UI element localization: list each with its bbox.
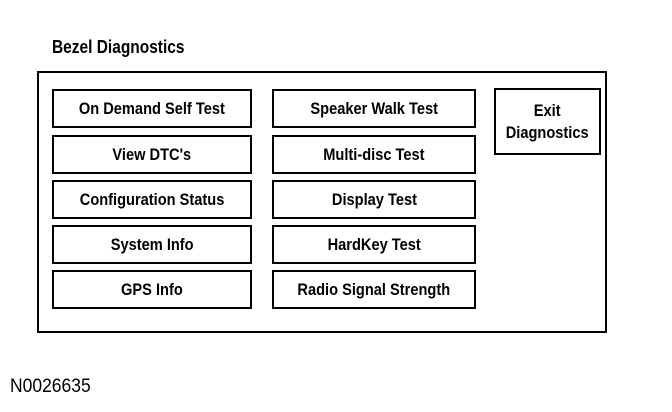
exit-diagnostics-button[interactable]: Exit Diagnostics bbox=[494, 88, 601, 155]
radio-signal-strength-button[interactable]: Radio Signal Strength bbox=[272, 270, 476, 309]
page-title: Bezel Diagnostics bbox=[52, 37, 185, 57]
gps-info-label: GPS Info bbox=[121, 279, 183, 299]
speaker-walk-test-label: Speaker Walk Test bbox=[310, 98, 438, 118]
figure-code: N0026635 bbox=[10, 376, 91, 397]
view-dtcs-label: View DTC's bbox=[112, 144, 192, 164]
view-dtcs-button[interactable]: View DTC's bbox=[52, 135, 252, 174]
system-info-label: System Info bbox=[110, 234, 194, 254]
radio-signal-strength-label: Radio Signal Strength bbox=[297, 279, 451, 299]
display-test-label: Display Test bbox=[331, 189, 417, 209]
display-test-button[interactable]: Display Test bbox=[272, 180, 476, 219]
hardkey-test-button[interactable]: HardKey Test bbox=[272, 225, 476, 264]
configuration-status-button[interactable]: Configuration Status bbox=[52, 180, 252, 219]
gps-info-button[interactable]: GPS Info bbox=[52, 270, 252, 309]
on-demand-self-test-button[interactable]: On Demand Self Test bbox=[52, 89, 252, 128]
speaker-walk-test-button[interactable]: Speaker Walk Test bbox=[272, 89, 476, 128]
configuration-status-label: Configuration Status bbox=[79, 189, 225, 209]
on-demand-self-test-label: On Demand Self Test bbox=[79, 98, 225, 118]
hardkey-test-label: HardKey Test bbox=[327, 234, 421, 254]
multi-disc-test-label: Multi-disc Test bbox=[323, 144, 425, 164]
exit-diagnostics-label: Exit Diagnostics bbox=[506, 100, 589, 142]
diagnostics-panel bbox=[37, 71, 607, 333]
system-info-button[interactable]: System Info bbox=[52, 225, 252, 264]
multi-disc-test-button[interactable]: Multi-disc Test bbox=[272, 135, 476, 174]
